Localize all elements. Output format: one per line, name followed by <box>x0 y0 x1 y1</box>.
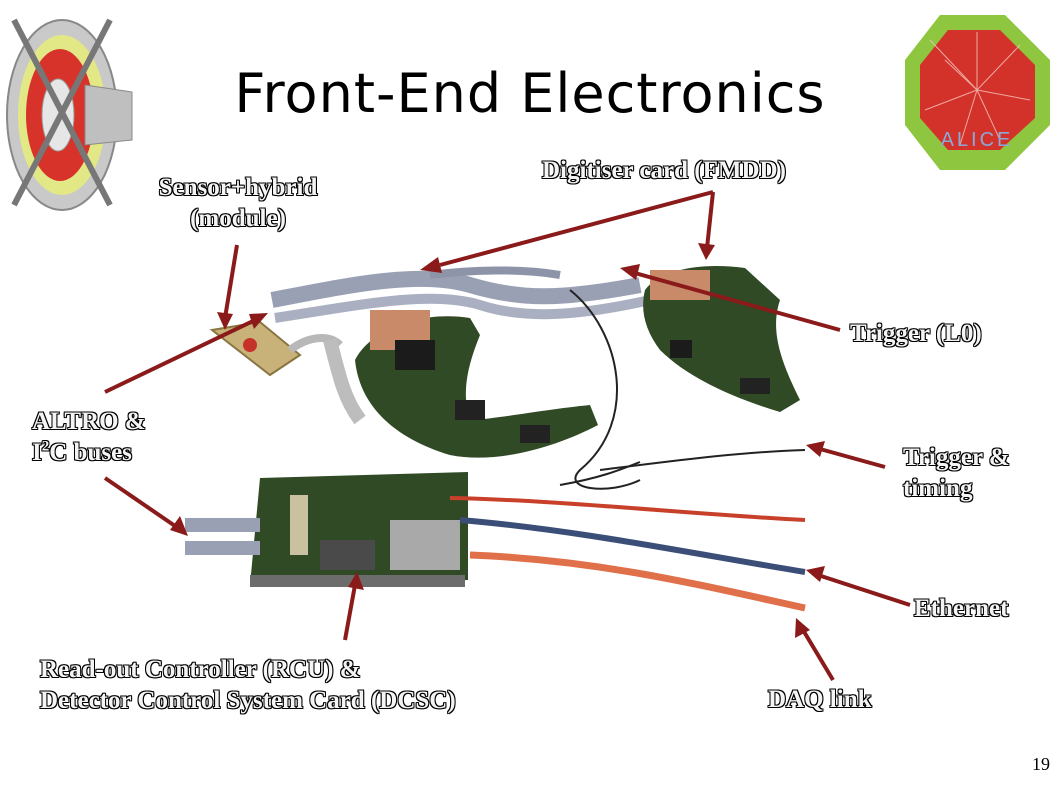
label-altro-buses: ALTRO & I2C buses <box>32 406 146 468</box>
label-altro-superscript: 2 <box>41 438 50 455</box>
label-daq-link: DAQ link <box>768 686 872 713</box>
alice-logo: ALICE <box>905 15 1050 170</box>
label-altro-line2: I2C buses <box>32 437 146 468</box>
label-rcu-line1: Read-out Controller (RCU) & <box>40 656 361 683</box>
label-trigger-timing-line1: Trigger & <box>903 444 1010 471</box>
label-digitiser-card: Digitiser card (FMDD) <box>542 157 786 184</box>
trigger-wires <box>559 289 806 490</box>
digitiser-card-1 <box>323 310 598 458</box>
label-altro-line1: ALTRO & <box>32 408 146 435</box>
label-sensor-line1: Sensor+hybrid <box>158 174 318 201</box>
ribbon-cables <box>270 266 652 323</box>
annotation-arrows <box>103 190 911 682</box>
label-rcu-line2: Detector Control System Card (DCSC) <box>40 687 456 714</box>
rcu-board <box>250 472 468 587</box>
slide-title: Front-End Electronics <box>234 62 826 125</box>
digitiser-card-2 <box>643 266 800 412</box>
label-trigger-timing: Trigger & timing <box>903 442 1010 504</box>
label-ethernet: Ethernet <box>914 595 1009 622</box>
label-sensor-line2: (module) <box>190 205 286 232</box>
rcu-ribbons <box>185 518 260 555</box>
page-number: 19 <box>1032 754 1050 774</box>
fmd-ring-logo <box>6 18 133 211</box>
label-trigger-timing-line2: timing <box>903 475 973 502</box>
label-altro-i: I <box>32 439 42 466</box>
label-altro-rest: C buses <box>49 439 132 466</box>
label-trigger-l0: Trigger (L0) <box>850 320 982 347</box>
alice-logo-text: ALICE <box>941 129 1014 151</box>
label-rcu-dcsc: Read-out Controller (RCU) & Detector Con… <box>40 654 456 716</box>
label-sensor-hybrid: Sensor+hybrid (module) <box>138 172 338 234</box>
output-cables <box>449 496 806 612</box>
